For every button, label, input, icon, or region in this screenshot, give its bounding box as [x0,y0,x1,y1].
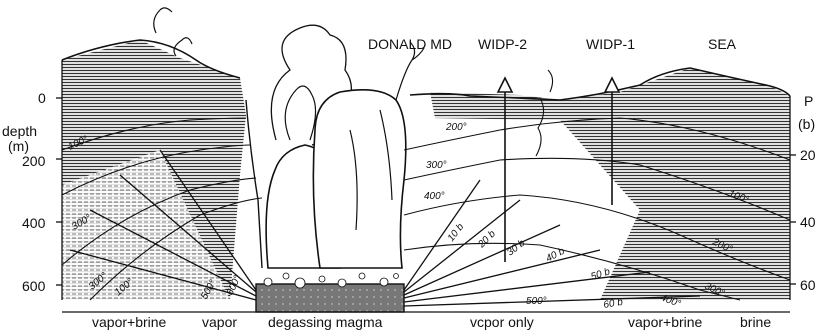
label-sea: SEA [708,36,737,52]
isotherm-label-200: 200° [445,122,467,133]
bottom-label-brine: brine [740,314,771,330]
label-donald-md: DONALD MD [368,36,452,52]
right-axis-tick-40: 40 [800,214,816,230]
bottom-label-vapor-brine-left: vapor+brine [92,314,167,330]
left-axis-ticks [56,98,62,285]
right-axis-title-line2: (b) [798,116,815,132]
right-conduit [313,90,405,268]
right-axis-ticks [790,155,796,284]
left-axis-tick-0: 0 [38,90,46,106]
right-axis-title-line1: P [804,93,813,109]
isotherm-label-500: 500° [526,296,547,307]
left-axis-tick-400: 400 [22,215,46,231]
bottom-label-vapor-brine-right: vapor+brine [628,314,703,330]
isotherm-label-400: 400° [424,191,445,202]
bottom-label-vapor: vapor [202,314,237,330]
right-axis-tick-60: 60 [800,277,816,293]
left-dike [246,100,262,268]
left-axis-tick-200: 200 [22,153,46,169]
left-axis-tick-600: 600 [22,278,46,294]
isotherm-label-300: 300° [426,160,447,171]
left-axis-title-line1: depth [2,123,37,139]
right-axis-tick-20: 20 [800,147,816,163]
bottom-label-vapor-only: vcpor only [470,314,534,330]
label-widp2: WIDP-2 [478,36,527,52]
isobar-label-60b: 60 b [603,297,625,311]
magma-body [256,284,404,312]
left-axis-title-line2: (m) [8,138,29,154]
bottom-label-degassing-magma: degassing magma [268,314,383,330]
label-widp1: WIDP-1 [586,36,635,52]
